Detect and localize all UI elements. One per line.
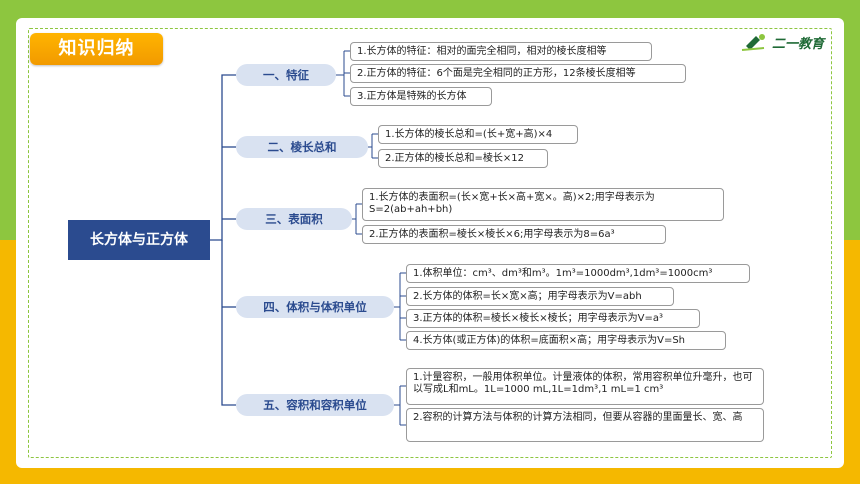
leaf-volume-1: 1.体积单位：cm³、dm³和m³。1m³=1000dm³,1dm³=1000c… [406, 264, 750, 283]
root-node: 长方体与正方体 [68, 220, 210, 260]
leaf-capacity-1: 1.计量容积，一般用体积单位。计量液体的体积，常用容积单位升毫升，也可以写成L和… [406, 368, 764, 405]
leaf-volume-2: 2.长方体的体积=长×宽×高；用字母表示为V=abh [406, 287, 674, 306]
leaf-features-1: 1.长方体的特征：相对的面完全相同，相对的棱长度相等 [350, 42, 652, 61]
branch-surface-area: 三、表面积 [236, 208, 352, 230]
leaf-surface-area-2: 2.正方体的表面积=棱长×棱长×6;用字母表示为8=6a³ [362, 225, 666, 244]
leaf-edge-sum-2: 2.正方体的棱长总和=棱长×12 [378, 149, 548, 168]
branch-volume: 四、体积与体积单位 [236, 296, 394, 318]
dashed-border [28, 28, 832, 458]
branch-features: 一、特征 [236, 64, 336, 86]
section-title: 知识归纳 [30, 33, 163, 65]
logo-text: 二一教育 [772, 37, 825, 52]
branch-capacity: 五、容积和容积单位 [236, 394, 394, 416]
leaf-volume-4: 4.长方体(或正方体)的体积=底面积×高；用字母表示为V=Sh [406, 331, 726, 350]
leaf-volume-3: 3.正方体的体积=棱长×棱长×棱长；用字母表示为V=a³ [406, 309, 700, 328]
leaf-features-3: 3.正方体是特殊的长方体 [350, 87, 492, 106]
leaf-surface-area-1: 1.长方体的表面积=(长×宽+长×高+宽×。高)×2;用字母表示为S=2(ab+… [362, 188, 724, 221]
branch-edge-sum: 二、棱长总和 [236, 136, 368, 158]
logo-icon [741, 34, 765, 51]
leaf-features-2: 2.正方体的特征：6个面是完全相同的正方形，12条棱长度相等 [350, 64, 686, 83]
leaf-edge-sum-1: 1.长方体的棱长总和=(长+宽+高)×4 [378, 125, 578, 144]
leaf-capacity-2: 2.容积的计算方法与体积的计算方法相同，但要从容器的里面量长、宽、高 [406, 408, 764, 442]
